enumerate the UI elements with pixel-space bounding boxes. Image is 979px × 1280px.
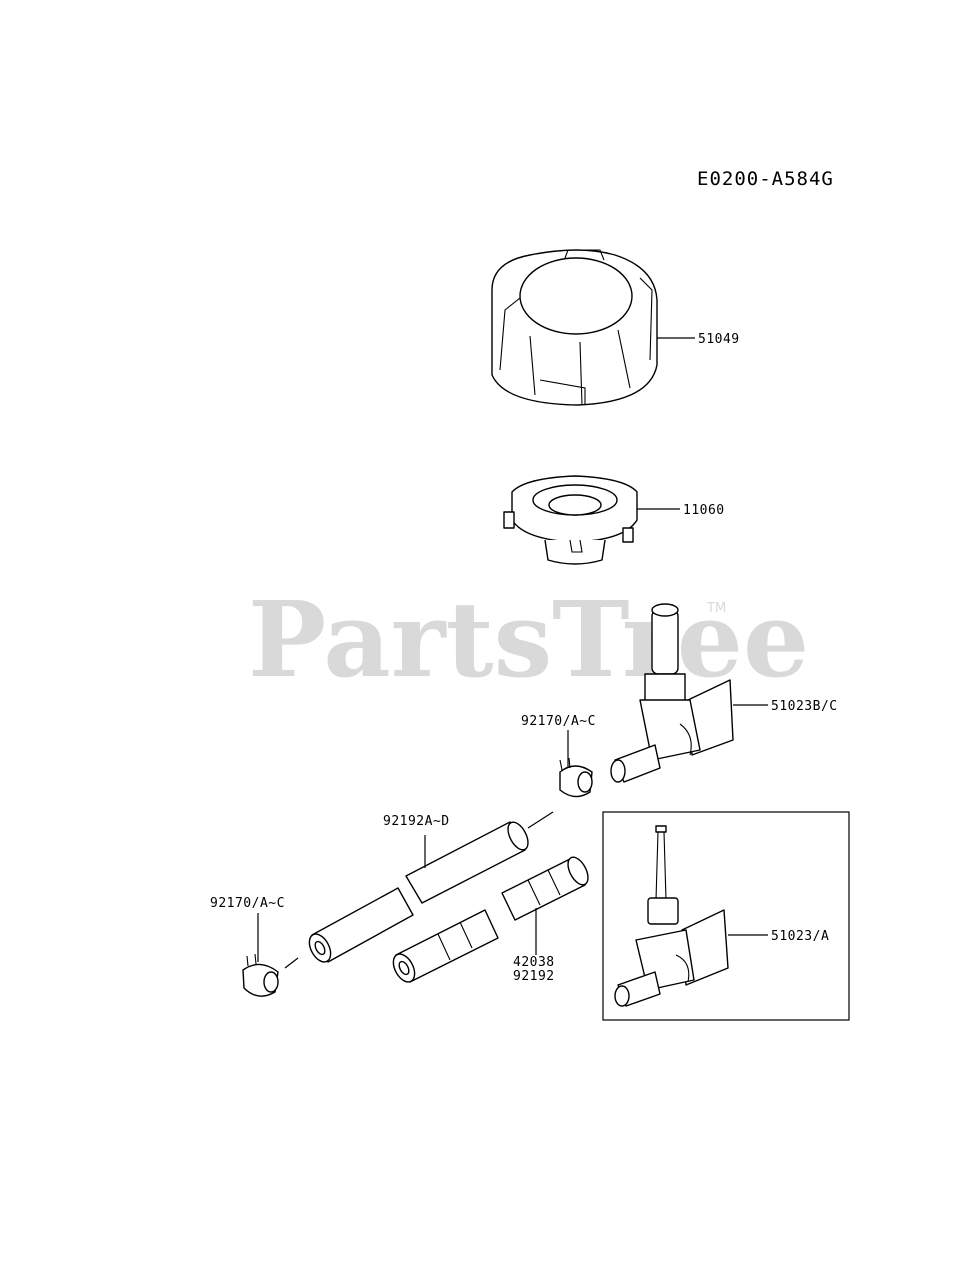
label-11060: 11060 (683, 503, 725, 518)
diagram-code: E0200-A584G (697, 168, 834, 190)
clamp-lower-part[interactable] (242, 953, 279, 997)
inset-box (602, 811, 850, 1021)
fuel-hose-segmented-part[interactable] (389, 854, 592, 985)
label-92192: 92192 (513, 969, 555, 984)
strainer-part[interactable] (503, 475, 638, 565)
label-51023bc: 51023B/C (771, 699, 838, 714)
trademark-mark: TM (706, 601, 726, 616)
fuel-hose-long-part[interactable] (305, 819, 532, 965)
clamp-upper-part[interactable] (559, 757, 593, 798)
label-42038: 42038 (513, 955, 555, 970)
fuel-cock-bc-part[interactable] (610, 603, 734, 783)
fuel-cap-part[interactable] (491, 249, 658, 406)
label-92170-upper: 92170/A~C (521, 714, 596, 729)
watermark-text: PartsTree (248, 578, 809, 701)
fuel-cock-a-part[interactable] (614, 825, 729, 1007)
label-51049: 51049 (698, 332, 740, 347)
label-92170-lower: 92170/A~C (210, 896, 285, 911)
label-51023a: 51023/A (771, 929, 829, 944)
label-92192a-d: 92192A~D (383, 814, 450, 829)
